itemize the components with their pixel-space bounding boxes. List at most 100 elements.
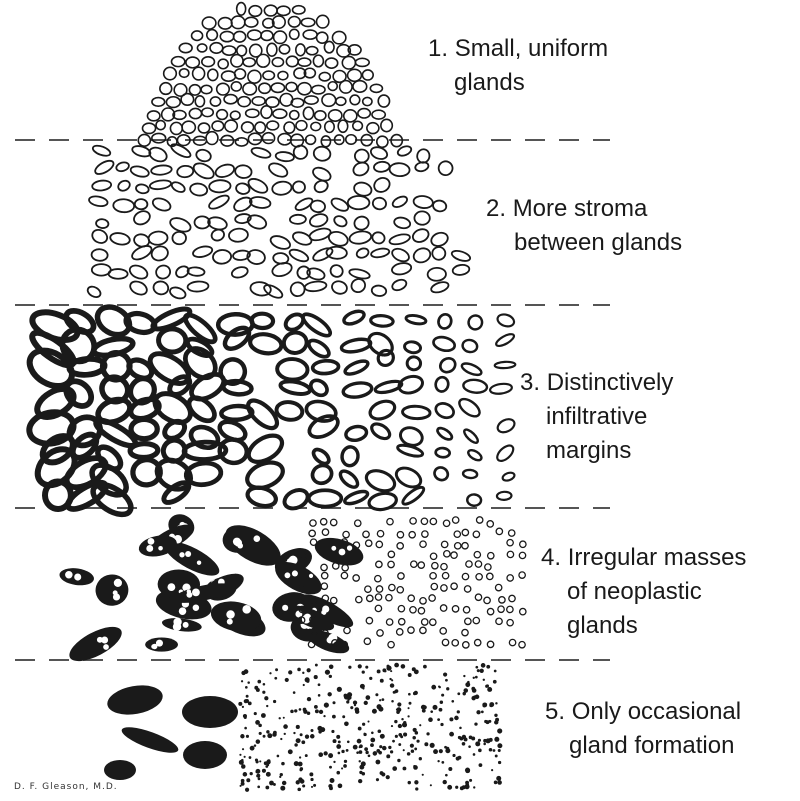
small-gland — [303, 67, 317, 79]
cribriform-gland — [473, 638, 482, 647]
stroma-separated-gland — [370, 247, 391, 259]
scattered-cell — [493, 780, 498, 785]
infiltrative-gland — [432, 335, 457, 353]
scattered-cell — [391, 679, 394, 682]
cribriform-gland — [376, 529, 385, 538]
scattered-cell — [359, 744, 363, 749]
grade-5-label: 5. Only occasional gland formation — [545, 695, 741, 763]
small-gland — [271, 56, 285, 68]
scattered-cell — [342, 715, 346, 719]
stroma-separated-gland — [133, 210, 151, 226]
scattered-cell — [371, 708, 377, 714]
cribriform-gland — [440, 562, 448, 571]
infiltrative-gland — [246, 398, 280, 431]
scattered-cell — [273, 783, 276, 786]
scattered-cell — [337, 740, 341, 744]
scattered-cell — [426, 732, 430, 736]
infiltrative-gland — [308, 378, 329, 398]
infiltrative-gland — [182, 312, 218, 345]
cribriform-gland — [296, 593, 305, 602]
scattered-cell — [241, 758, 244, 762]
stroma-separated-gland — [373, 177, 391, 193]
scattered-cell — [468, 745, 471, 748]
stroma-separated-gland — [189, 182, 209, 197]
small-gland — [185, 56, 201, 69]
scattered-cell — [390, 725, 394, 728]
scattered-cell — [472, 676, 475, 679]
stroma-separated-gland — [235, 182, 251, 195]
scattered-cell — [328, 664, 334, 670]
neoplastic-mass — [275, 561, 322, 595]
scattered-cell — [293, 761, 299, 767]
scattered-cell — [318, 752, 324, 758]
scattered-cell — [430, 710, 434, 713]
cribriform-gland — [408, 530, 417, 539]
scattered-cell — [475, 741, 481, 747]
small-gland — [297, 57, 312, 68]
scattered-cell — [332, 739, 337, 744]
scattered-cell — [356, 738, 362, 744]
stroma-separated-gland — [288, 248, 310, 263]
scattered-cell — [442, 779, 447, 785]
infiltrative-gland — [467, 448, 483, 462]
scattered-cell — [364, 747, 368, 751]
small-gland — [346, 68, 363, 83]
scattered-cell — [419, 724, 422, 727]
scattered-cell — [449, 731, 455, 737]
scattered-cell — [494, 736, 500, 742]
scattered-cell — [262, 734, 266, 738]
stroma-separated-gland — [271, 180, 293, 196]
stroma-separated-gland — [115, 161, 130, 173]
scattered-cell — [397, 723, 403, 729]
cribriform-gland — [429, 517, 438, 526]
infiltrative-gland — [434, 375, 450, 393]
infiltrative-gland — [394, 466, 423, 489]
cribriform-gland — [498, 596, 506, 604]
cribriform-gland — [518, 540, 527, 549]
scattered-cell — [379, 733, 385, 739]
small-gland — [357, 107, 372, 119]
stroma-separated-gland — [263, 284, 284, 299]
cribriform-gland — [310, 627, 319, 635]
stroma-separated-gland — [109, 232, 131, 246]
stroma-separated-gland — [412, 247, 432, 264]
scattered-cell — [259, 760, 262, 763]
small-gland — [217, 58, 229, 70]
cribriform-gland — [341, 563, 350, 572]
cribriform-gland — [376, 629, 384, 637]
cribriform-gland — [506, 618, 514, 627]
stroma-separated-gland — [208, 179, 232, 194]
stroma-separated-gland — [352, 161, 370, 177]
cribriform-gland — [364, 539, 373, 548]
scattered-cell — [255, 720, 260, 725]
stroma-separated-gland — [212, 249, 233, 265]
scattered-cell — [461, 741, 466, 746]
stroma-separated-gland — [90, 248, 109, 262]
cribriform-gland — [340, 571, 349, 580]
scattered-cell — [421, 773, 424, 776]
scattered-cell — [302, 683, 305, 687]
grade-3-label: 3. Distinctively infiltrative margins — [520, 366, 673, 468]
infiltrative-gland — [282, 488, 310, 511]
small-gland — [223, 119, 239, 133]
scattered-cell — [439, 700, 444, 704]
scattered-cell — [391, 699, 394, 703]
grade-2-gland-pattern — [86, 143, 472, 300]
scattered-cell — [343, 693, 348, 698]
scattered-cell — [280, 785, 286, 791]
cribriform-gland — [464, 617, 472, 626]
scattered-cell — [337, 783, 343, 789]
scattered-cell — [407, 715, 410, 718]
small-gland — [215, 108, 229, 121]
stroma-separated-gland — [150, 245, 169, 262]
scattered-cell — [240, 778, 245, 783]
scattered-cell — [462, 691, 466, 696]
small-gland — [260, 29, 274, 42]
stroma-separated-gland — [152, 280, 170, 296]
stroma-separated-gland — [371, 196, 387, 211]
small-gland — [271, 15, 286, 30]
scattered-cell — [279, 775, 282, 778]
scattered-cell — [258, 723, 262, 728]
infiltrative-gland — [403, 340, 423, 355]
cribriform-gland — [474, 560, 483, 568]
